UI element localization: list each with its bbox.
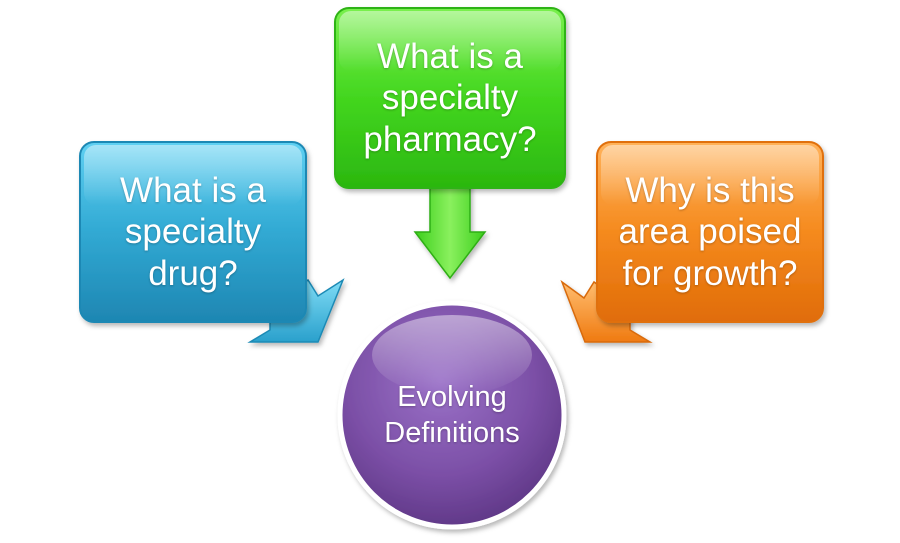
node-left-gloss bbox=[84, 145, 302, 205]
node-right-gloss bbox=[601, 145, 819, 205]
node-center-gloss bbox=[372, 315, 532, 395]
node-top-gloss bbox=[339, 11, 561, 71]
arrow-top-to-center bbox=[413, 181, 487, 280]
